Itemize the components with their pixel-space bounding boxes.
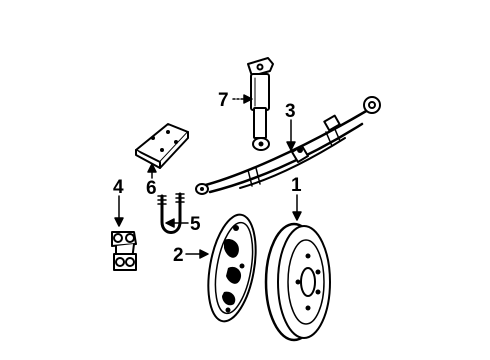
- callout-7: 7: [218, 90, 229, 111]
- shock-absorber: [247, 57, 274, 151]
- spring-shackle: [111, 231, 137, 271]
- brake-backing-plate: [207, 213, 257, 323]
- callout-1: 1: [291, 175, 302, 196]
- callout-2: 2: [173, 245, 184, 266]
- callout-leaders: [114, 94, 302, 259]
- callout-labels: 1 2 3 4 5 6 7: [113, 90, 302, 266]
- brake-drum: [264, 222, 331, 342]
- u-bolt: [157, 192, 185, 234]
- callout-6: 6: [146, 178, 157, 199]
- leaf-spring: [195, 96, 381, 195]
- spring-plate: [135, 123, 189, 169]
- callout-5: 5: [190, 214, 201, 235]
- callout-3: 3: [285, 101, 296, 122]
- callout-4: 4: [113, 177, 124, 198]
